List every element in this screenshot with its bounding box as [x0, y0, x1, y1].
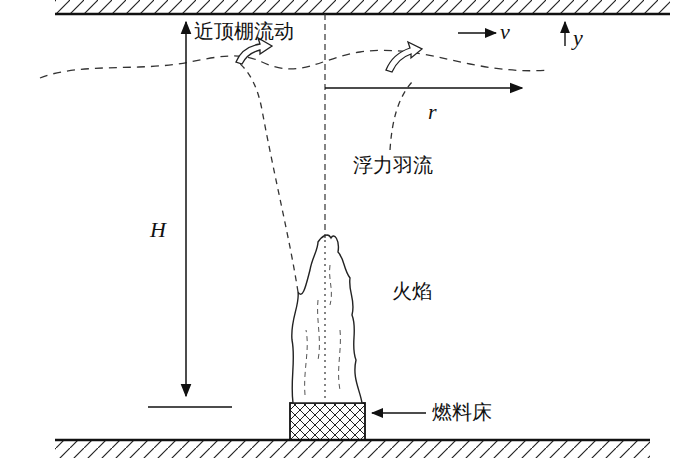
ceiling-jet-edge [40, 50, 548, 78]
velocity-arrow [458, 32, 496, 33]
fuel-bed [290, 403, 365, 440]
region-label: 火焰 [392, 280, 432, 302]
region-label: 近顶棚流动 [194, 20, 294, 42]
flame-streaks [305, 265, 341, 395]
symbol-label: r [428, 100, 437, 124]
symbol-label: y [573, 26, 583, 50]
symbol-label: v [500, 20, 510, 44]
flow-arrow [386, 42, 422, 72]
flame [292, 235, 362, 403]
floor-hatch [55, 441, 650, 458]
ceiling-hatch [55, 0, 670, 14]
height-dimension [185, 22, 187, 396]
flame-axis [324, 240, 325, 402]
ceiling [55, 13, 670, 16]
plume-edge [390, 82, 412, 150]
dimension-tick [148, 406, 232, 408]
symbol-label: H [150, 218, 166, 242]
region-label: 浮力羽流 [353, 154, 433, 176]
plume-axis [324, 14, 325, 238]
part-label: 燃料床 [432, 401, 492, 423]
leader-line [372, 412, 426, 413]
radius-arrow [325, 87, 522, 89]
y-arrow [564, 22, 565, 46]
plume-edge [238, 62, 298, 292]
